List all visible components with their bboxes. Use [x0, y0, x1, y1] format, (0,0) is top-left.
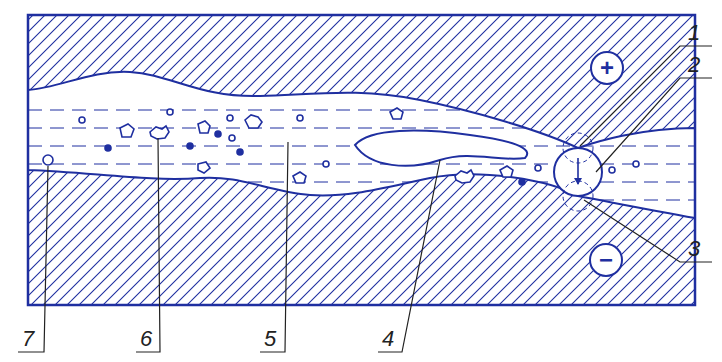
callout-number: 6: [140, 328, 152, 350]
callout-number: 5: [264, 328, 276, 350]
polarity-circle: +: [590, 51, 624, 85]
electrode-hatch: [28, 15, 695, 305]
gas-pocket: [355, 131, 527, 166]
particles: [43, 108, 639, 185]
leader-lines: [18, 46, 712, 352]
fluid-channel: [28, 72, 695, 218]
callout-number: 1: [688, 22, 700, 44]
discharge-arrow: [577, 158, 579, 184]
fluid-lines: [28, 110, 695, 200]
gas-bubble: [554, 148, 602, 196]
callout-number: 3: [688, 238, 700, 260]
detail-circle: [563, 181, 593, 211]
callout-number: 7: [22, 328, 34, 350]
polarity-circle: −: [589, 243, 623, 277]
callout-number: 2: [688, 54, 700, 76]
callout-number: 4: [382, 328, 394, 350]
polarity-sign: −: [599, 248, 613, 272]
polarity-sign: +: [600, 56, 614, 80]
outer-frame: [28, 15, 695, 305]
